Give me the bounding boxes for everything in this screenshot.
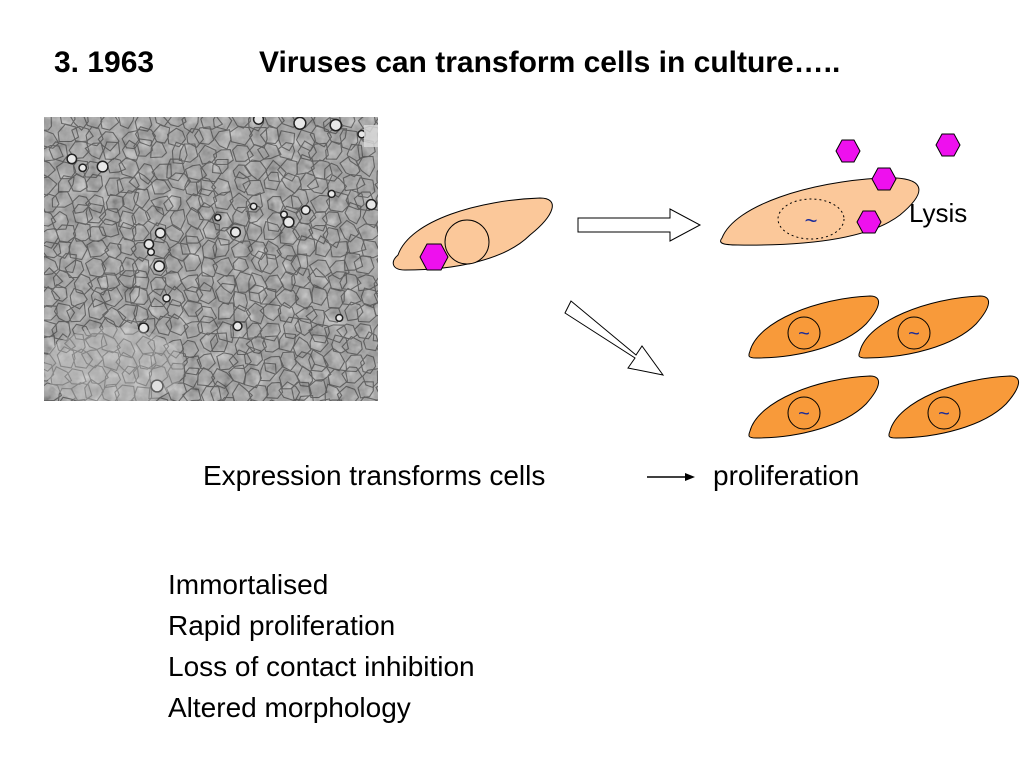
- property-item: Altered morphology: [168, 692, 411, 723]
- transformation-diagram: ~ ~ ~ ~ ~: [392, 133, 1019, 439]
- lysing-nucleus: [777, 198, 845, 240]
- proliferation-text: proliferation: [713, 460, 860, 491]
- nucleus-symbol: ~: [805, 208, 818, 233]
- slide-title: Viruses can transform cells in culture….…: [259, 46, 841, 79]
- cell-nucleus: [787, 316, 821, 350]
- cell-culture-micrograph: [44, 117, 378, 401]
- arrow-right-icon: [647, 473, 695, 481]
- virus-icon: [419, 243, 449, 271]
- cell-nucleus: [897, 316, 931, 350]
- arrow-to-transformed-icon: [564, 300, 665, 376]
- virus-icon: [935, 133, 961, 157]
- cell-nucleus: [444, 219, 490, 265]
- transformed-cell: ~: [888, 375, 1019, 439]
- nucleus-symbol: ~: [798, 403, 810, 425]
- transformed-cell: ~: [748, 375, 879, 439]
- arrow-to-lysis-icon: [577, 208, 702, 242]
- lysis-label: Lysis: [909, 198, 968, 228]
- property-item: Loss of contact inhibition: [168, 651, 475, 682]
- virus-icon: [835, 139, 861, 163]
- property-item: Rapid proliferation: [168, 610, 396, 641]
- property-item: Immortalised: [168, 569, 329, 600]
- transformed-cell: ~: [858, 295, 989, 359]
- nucleus-symbol: ~: [798, 323, 810, 345]
- nucleus-symbol: ~: [908, 323, 920, 345]
- transformation-properties: Immortalised Rapid proliferation Loss of…: [168, 564, 475, 728]
- cell-nucleus: [787, 396, 821, 430]
- transformed-cell: ~: [748, 295, 879, 359]
- expression-text: Expression transforms cells: [203, 460, 546, 491]
- infected-cell: [392, 197, 553, 271]
- nucleus-symbol: ~: [938, 403, 950, 425]
- title-number: 3. 1963: [54, 46, 155, 79]
- virus-icon: [856, 210, 882, 234]
- cell-nucleus: [927, 396, 961, 430]
- virus-icon: [871, 167, 897, 191]
- lysing-cell: ~: [720, 133, 961, 246]
- transformed-cells: ~ ~ ~ ~: [748, 295, 1019, 439]
